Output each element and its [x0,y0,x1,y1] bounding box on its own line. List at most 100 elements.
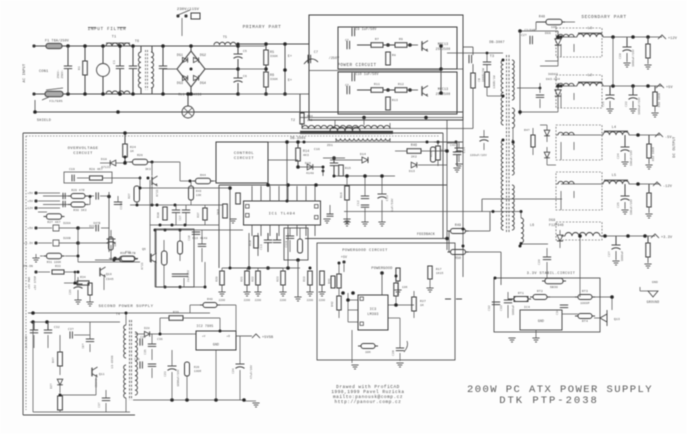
svg-text:D13: D13 [409,170,415,173]
svg-text:POWERGOOD: POWERGOOD [371,267,392,271]
svg-text:C38: C38 [140,336,146,339]
svg-text:MPC13: MPC13 [438,42,449,46]
svg-text:D18: D18 [101,158,107,161]
svg-text:GND: GND [538,319,544,323]
svg-text:C24: C24 [232,368,235,374]
svg-text:L6: L6 [530,223,534,227]
svg-text:PRIMARY PART: PRIMARY PART [243,25,282,30]
svg-text:GND: GND [213,343,219,347]
svg-text:1K5: 1K5 [307,119,313,122]
svg-text:R6: R6 [270,73,274,77]
svg-text:RT4: RT4 [582,320,588,323]
svg-text:F1 T6A/250V: F1 T6A/250V [45,39,69,43]
svg-text:1000uF/16V: 1000uF/16V [637,97,641,115]
svg-text:DB-3007: DB-3007 [489,40,504,44]
svg-text:R38: R38 [157,212,160,218]
svg-text:T5: T5 [223,35,227,39]
svg-text:3K3: 3K3 [145,168,151,171]
svg-text:C39: C39 [134,358,140,361]
svg-text:100R/1W: 100R/1W [481,68,485,82]
svg-text:+3.3V: +3.3V [24,242,34,245]
svg-text:SB30: SB30 [550,286,558,289]
svg-text:IC4: IC4 [524,306,530,309]
svg-text:DG3: DG3 [177,81,183,85]
svg-text:C8: C8 [478,78,481,82]
svg-text:R44: R44 [200,174,206,177]
svg-text:200W PC ATX POWER SUPPLY: 200W PC ATX POWER SUPPLY [467,384,653,396]
svg-text:C19: C19 [69,168,75,171]
svg-text:R48: R48 [539,15,545,19]
svg-text:1000uF: 1000uF [621,250,624,261]
svg-text:C10 1uF/50V: C10 1uF/50V [355,72,378,76]
svg-text:C2?: C2? [521,34,527,37]
svg-text:C5343: C5343 [95,378,98,387]
svg-text:DG2: DG2 [200,53,206,57]
svg-text:R46: R46 [411,143,417,147]
svg-text:http://panour.comp.cz: http://panour.comp.cz [335,400,402,405]
svg-text:C11: C11 [386,195,389,201]
svg-text:R37: R37 [197,212,200,218]
svg-text:1000uF: 1000uF [512,304,515,315]
svg-text:R22: R22 [252,276,255,282]
svg-text:DG9: DG9 [549,218,555,222]
svg-text:47uF/16V: 47uF/16V [249,365,253,379]
svg-text:D21?: D21? [89,225,97,228]
svg-text:10K: 10K [402,286,408,289]
svg-text:DG6: DG6 [545,32,551,35]
svg-text:R52 100R: R52 100R [652,147,655,161]
svg-text:1000uF/16V: 1000uF/16V [177,369,180,386]
svg-text:2200: 2200 [219,299,226,302]
svg-text:D20A: D20A [63,222,71,225]
svg-text:C24: C24 [617,153,620,159]
svg-text:R41: R41 [328,278,331,284]
svg-text:C2?: C2? [608,251,611,257]
svg-text:R1: R1 [78,66,81,70]
svg-text:R44: R44 [307,115,313,118]
svg-text:1K: 1K [420,304,424,307]
svg-text:C14: C14 [463,147,466,153]
svg-text:-12V: -12V [663,185,673,189]
svg-text:IC2 7805: IC2 7805 [197,324,214,328]
svg-text:C9 1uF/50V: C9 1uF/50V [355,27,376,31]
svg-text:R13: R13 [430,151,433,157]
svg-text:C34: C34 [556,309,559,315]
svg-text:MPC13: MPC13 [438,87,449,91]
svg-text:1uF/50V: 1uF/50V [390,198,394,211]
svg-text:+3.3V: +3.3V [661,236,673,240]
svg-text:SECOND POWER SUPPLY: SECOND POWER SUPPLY [98,305,153,309]
svg-text:Q13: Q13 [614,318,620,321]
svg-text:RT3: RT3 [582,290,588,293]
svg-text:R31 100K: R31 100K [47,261,62,264]
svg-text:1998,1999 Pavel Ruzicka: 1998,1999 Pavel Ruzicka [331,390,404,395]
svg-text:2200: 2200 [255,299,262,302]
svg-text:-5V: -5V [665,136,672,140]
svg-text:D28: D28 [144,327,150,330]
svg-text:R43: R43 [196,190,202,193]
svg-text:C7: C7 [314,50,318,54]
svg-text:C?: C? [345,39,349,42]
svg-text:C43: C43 [450,144,456,147]
svg-text:1K15: 1K15 [436,272,444,275]
svg-text:C33: C33 [500,305,503,311]
svg-text:C13: C13 [260,244,263,250]
svg-text:C945: C945 [106,278,114,281]
svg-text:+5V: +5V [666,86,673,90]
svg-text:R24: R24 [130,146,136,149]
svg-text:Drawed with ProfiCAD: Drawed with ProfiCAD [336,385,400,390]
svg-text:+12V: +12V [25,207,33,210]
svg-text:R36 4K7B: R36 4K7B [120,252,136,255]
svg-text:GROUND: GROUND [647,300,660,304]
svg-text:1000P: 1000P [580,302,590,305]
svg-text:Q5: Q5 [142,248,146,251]
svg-text:+5V: +5V [27,192,33,195]
svg-text:POWERGOOD CIRCUIT: POWERGOOD CIRCUIT [342,249,388,253]
svg-text:+5V: +5V [341,255,347,259]
svg-text:Q10: Q10 [106,273,112,276]
svg-text:330K: 330K [270,55,278,58]
svg-text:C32: C32 [54,326,60,329]
svg-text:2200: 2200 [307,299,314,302]
svg-text:R39: R39 [173,311,179,314]
svg-text:C1: C1 [113,60,116,64]
svg-text:PS-ON: PS-ON [24,265,34,268]
svg-text:R50: R50 [455,256,461,260]
